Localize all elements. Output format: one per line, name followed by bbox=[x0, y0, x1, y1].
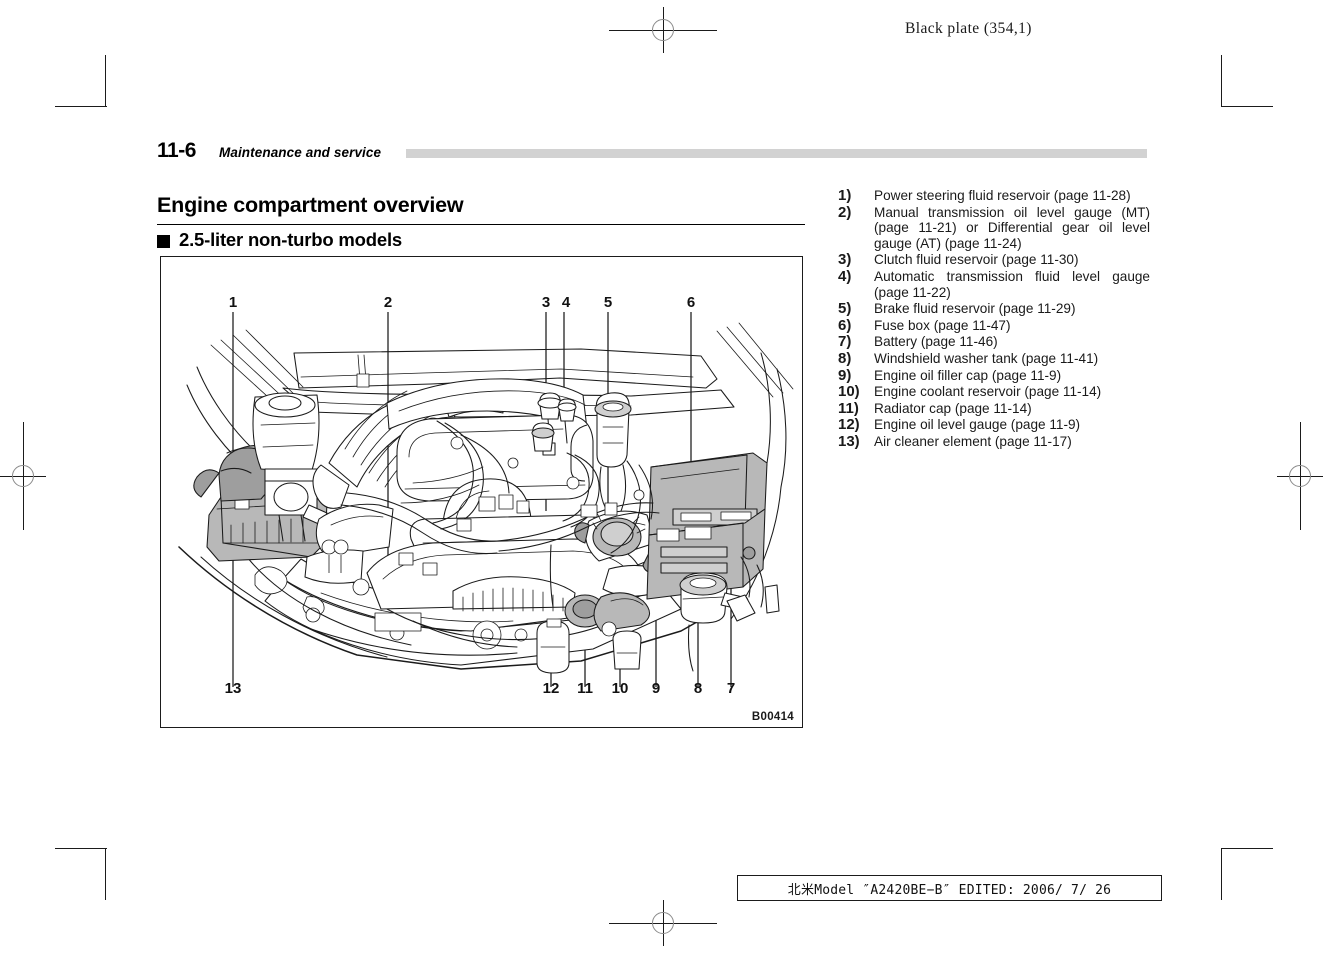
legend-item-number: 9) bbox=[838, 366, 852, 384]
vehicle-body-outline bbox=[178, 322, 794, 670]
legend-item-text: Brake fluid reservoir (page 11-29) bbox=[874, 301, 1076, 317]
bullet-square-icon bbox=[157, 234, 170, 248]
left-reservoirs bbox=[252, 392, 328, 542]
crop-mark-bottom-left-horizontal bbox=[55, 848, 107, 849]
legend-item: 5) Brake fluid reservoir (page 11-29) bbox=[838, 301, 1150, 317]
callout-1: 1 bbox=[229, 294, 237, 311]
legend-item: 9) Engine oil filler cap (page 11-9) bbox=[838, 366, 1150, 384]
legend-item-number: 13) bbox=[838, 432, 860, 450]
legend-item: 10) Engine coolant reservoir (page 11-14) bbox=[838, 384, 1150, 400]
legend-item-text: Power steering fluid reservoir (page 11-… bbox=[874, 188, 1131, 203]
page-title: Engine compartment overview bbox=[157, 193, 805, 225]
legend-item-text: Battery (page 11-46) bbox=[874, 334, 998, 350]
legend-item-text: Engine oil filler cap (page 11-9) bbox=[874, 367, 1062, 383]
black-plate-slug: Black plate (354,1) bbox=[905, 20, 1032, 37]
callout-9: 9 bbox=[652, 680, 660, 697]
brake-fluid-reservoir bbox=[570, 392, 632, 512]
callout-3: 3 bbox=[542, 294, 550, 311]
crop-mark-top-right-horizontal bbox=[1221, 106, 1273, 107]
legend-item-text: Air cleaner element (page 11-17) bbox=[874, 433, 1072, 449]
callout-12: 12 bbox=[543, 680, 560, 697]
right-strut-and-brackets bbox=[726, 556, 780, 622]
battery bbox=[646, 508, 766, 600]
crop-mark-top-left-horizontal bbox=[55, 106, 107, 107]
legend-item-text: Engine oil level gauge (page 11-9) bbox=[874, 417, 1081, 433]
callout-2: 2 bbox=[384, 294, 392, 311]
crop-mark-bottom-right-vertical bbox=[1221, 848, 1222, 900]
clutch-fluid-reservoir bbox=[531, 422, 555, 452]
legend-item-number: 3) bbox=[838, 251, 852, 269]
radiator-and-coolant bbox=[564, 592, 651, 670]
fuse-box bbox=[648, 452, 768, 536]
legend-item-number: 7) bbox=[838, 333, 852, 351]
legend-item-number: 8) bbox=[838, 349, 852, 367]
legend-item: 4) Automatic transmission fluid level gau… bbox=[838, 269, 1150, 300]
legend-item: 8) Windshield washer tank (page 11-41) bbox=[838, 351, 1150, 367]
legend-item: 7) Battery (page 11-46) bbox=[838, 334, 1150, 350]
legend-item-text: Radiator cap (page 11-14) bbox=[874, 400, 1032, 416]
hoses-and-wires bbox=[340, 420, 660, 576]
running-head-rule bbox=[406, 149, 1147, 158]
crop-mark-top-right-vertical bbox=[1221, 55, 1222, 107]
legend-item: 3) Clutch fluid reservoir (page 11-30) bbox=[838, 252, 1150, 268]
legend-item-number: 4) bbox=[838, 267, 852, 285]
callout-11: 11 bbox=[577, 680, 593, 697]
callout-5: 5 bbox=[604, 294, 612, 311]
legend-item-text: Automatic transmission fluid level gauge… bbox=[874, 268, 1150, 300]
legend-item: 6) Fuse box (page 11-47) bbox=[838, 318, 1150, 334]
legend-item-number: 6) bbox=[838, 316, 852, 334]
legend-item: 1) Power steering fluid reservoir (page 1… bbox=[838, 188, 1150, 204]
legend-item: 11) Radiator cap (page 11-14) bbox=[838, 401, 1150, 417]
sub-heading-label: 2.5-liter non-turbo models bbox=[179, 229, 402, 250]
footer-slug: 北米Model ″A2420BE−B″ EDITED: 2006/ 7/ 26 bbox=[737, 875, 1162, 901]
legend-item-text: Engine coolant reservoir (page 11-14) bbox=[874, 384, 1102, 400]
legend-item-text: Clutch fluid reservoir (page 11-30) bbox=[874, 252, 1079, 268]
engine-compartment-figure: .ln { fill:none; stroke:#1b1b1b; stroke-… bbox=[160, 256, 803, 728]
legend-item: 12) Engine oil level gauge (page 11-9) bbox=[838, 417, 1150, 433]
crop-mark-bottom-right-horizontal bbox=[1221, 848, 1273, 849]
engine-compartment-illustration: .ln { fill:none; stroke:#1b1b1b; stroke-… bbox=[178, 294, 794, 697]
legend-item-text: Fuse box (page 11-47) bbox=[874, 317, 1011, 333]
page-folio: 11-6 bbox=[157, 139, 196, 162]
legend-item-text: Manual transmission oil level gauge (MT)… bbox=[874, 204, 1150, 251]
figure-code: B00414 bbox=[751, 711, 794, 723]
crop-mark-bottom-left-vertical bbox=[105, 848, 106, 900]
callout-8: 8 bbox=[694, 680, 702, 697]
legend-item: 2) Manual transmission oil level gauge (M… bbox=[838, 203, 1150, 252]
legend-item-number: 2) bbox=[838, 203, 852, 221]
chapter-name: Maintenance and service bbox=[219, 145, 382, 160]
oil-filler-cap bbox=[574, 512, 646, 557]
legend-item-text: Windshield washer tank (page 11-41) bbox=[874, 350, 1099, 366]
oil-level-gauge bbox=[536, 544, 570, 674]
callout-6: 6 bbox=[687, 294, 695, 311]
legend-item-number: 5) bbox=[838, 300, 852, 318]
callout-numbers: 1 2 3 4 5 6 13 12 11 10 9 8 7 bbox=[225, 294, 736, 697]
crop-mark-top-left-vertical bbox=[105, 55, 106, 107]
running-head: 11-6 Maintenance and service bbox=[157, 140, 1147, 166]
legend-item-number: 10) bbox=[838, 383, 860, 401]
callout-4: 4 bbox=[562, 294, 571, 311]
legend-item-number: 11) bbox=[838, 399, 859, 417]
figure-legend-list: 1) Power steering fluid reservoir (page 1… bbox=[838, 188, 1150, 451]
callout-7: 7 bbox=[727, 680, 735, 697]
legend-item: 13) Air cleaner element (page 11-17) bbox=[838, 434, 1150, 450]
legend-item-number: 1) bbox=[838, 187, 852, 204]
callout-10: 10 bbox=[612, 680, 629, 697]
sub-heading: 2.5-liter non-turbo models bbox=[157, 229, 402, 251]
callout-13: 13 bbox=[225, 680, 242, 697]
legend-item-number: 12) bbox=[838, 416, 860, 434]
